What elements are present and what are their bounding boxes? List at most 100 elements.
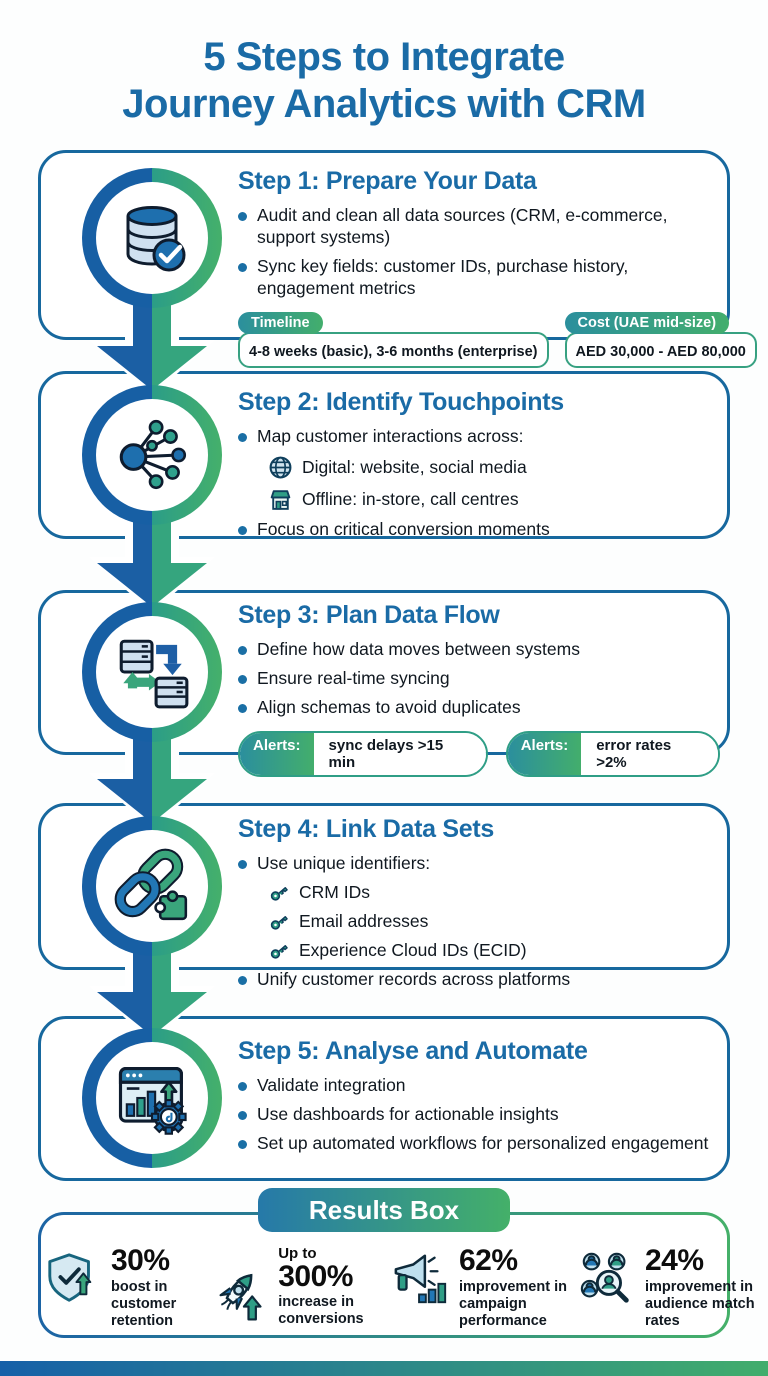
step2-subitem-digital: Digital: website, social media xyxy=(268,455,720,480)
step5-bullet-2-text: Use dashboards for actionable insights xyxy=(257,1103,559,1124)
arrow-down-connector-4 xyxy=(89,946,215,1042)
network-icon xyxy=(119,419,187,490)
timeline-badge-label: Timeline xyxy=(238,311,323,334)
step1-content: Step 1: Prepare Your Data Audit and clea… xyxy=(238,167,757,368)
cost-badge: Cost (UAE mid-size) AED 30,000 - AED 80,… xyxy=(564,311,757,368)
step1-bullet-2: Sync key fields: customer IDs, purchase … xyxy=(238,256,720,300)
alert-label: Alerts: xyxy=(240,732,314,775)
step2-subitem-offline-text: Offline: in-store, call centres xyxy=(302,488,519,509)
step3-bullet-2: Ensure real-time syncing xyxy=(238,668,720,690)
stat-value: 24% xyxy=(645,1244,704,1277)
step2-bullet-2: Focus on critical conversion moments xyxy=(238,519,720,541)
cost-badge-label: Cost (UAE mid-size) xyxy=(564,311,730,334)
bullet-dot xyxy=(238,433,247,442)
step1-circle-inner xyxy=(96,182,208,294)
data-sync-icon xyxy=(119,639,189,709)
step2-bullet-1: Map customer interactions across: xyxy=(238,426,720,448)
rocket-icon xyxy=(211,1268,269,1331)
step3-bullet-1-text: Define how data moves between systems xyxy=(257,639,580,659)
step3-alert-row: Alerts: sync delays >15 min Alerts: erro… xyxy=(238,730,720,777)
stat-text: Up to 300% increase in conversions xyxy=(278,1246,388,1329)
stat-conversions: Up to 300% increase in conversions xyxy=(211,1246,392,1331)
step4-bullet-1: Use unique identifiers: xyxy=(238,853,720,875)
bullet-dot xyxy=(238,262,247,272)
arrow-down-connector-1 xyxy=(89,300,215,396)
bullet-dot xyxy=(238,646,247,655)
stat-customer-retention: 30% boost in customer retention xyxy=(44,1244,211,1331)
step3-bullet-3: Align schemas to avoid duplicates xyxy=(238,697,720,719)
database-check-icon xyxy=(126,206,186,272)
step4-subitem-ecid-text: Experience Cloud IDs (ECID) xyxy=(299,940,527,961)
step1-bullet-1: Audit and clean all data sources (CRM, e… xyxy=(238,205,720,249)
alert-label: Alerts: xyxy=(507,732,582,775)
step2-title: Step 2: Identify Touchpoints xyxy=(238,388,564,416)
step4-subitem-crm-ids: CRM IDs xyxy=(268,882,720,904)
bullet-dot xyxy=(238,975,247,985)
step4-bullet-2: Unify customer records across platforms xyxy=(238,969,720,991)
stat-campaign-performance: 62% improvement in campaign performance xyxy=(392,1244,578,1331)
globe-icon xyxy=(268,455,293,480)
step5-circle xyxy=(82,1028,222,1168)
stat-label: boost in customer retention xyxy=(111,1278,177,1329)
step4-content: Step 4: Link Data Sets Use unique identi… xyxy=(238,815,720,998)
alert-value: sync delays >15 min xyxy=(313,732,486,775)
timeline-badge-value: 4-8 weeks (basic), 3-6 months (enterpris… xyxy=(238,331,549,368)
step4-subitem-email-text: Email addresses xyxy=(299,911,429,932)
key-icon xyxy=(268,882,290,904)
step3-bullet-1: Define how data moves between systems xyxy=(238,639,720,661)
stat-prefix: Up to xyxy=(278,1245,317,1262)
stat-value: 62% xyxy=(459,1244,518,1277)
shield-check-icon xyxy=(44,1250,102,1313)
step4-subitem-ecid: Experience Cloud IDs (ECID) xyxy=(268,940,720,962)
page-title-line1: 5 Steps to Integrate xyxy=(203,35,565,79)
step4-bullet-2-text: Unify customer records across platforms xyxy=(257,968,571,989)
storefront-icon xyxy=(268,487,293,512)
step2-bullet-1-text: Map customer interactions across: xyxy=(257,426,524,446)
alert-pill-sync-delays: Alerts: sync delays >15 min xyxy=(238,730,488,777)
page-title: 5 Steps to Integrate Journey Analytics w… xyxy=(0,34,768,128)
stat-value: 30% xyxy=(111,1244,170,1277)
step4-subitem-email: Email addresses xyxy=(268,911,720,933)
step4-circle-inner xyxy=(96,830,208,942)
step3-title: Step 3: Plan Data Flow xyxy=(238,601,500,629)
bullet-dot xyxy=(238,674,247,684)
people-search-icon xyxy=(578,1250,636,1313)
step1-title: Step 1: Prepare Your Data xyxy=(238,167,537,195)
results-stats-row: 30% boost in customer retention xyxy=(44,1244,755,1331)
bullet-dot xyxy=(238,1110,247,1120)
step2-bullet-2-text: Focus on critical conversion moments xyxy=(257,518,550,539)
stat-text: 24% improvement in audience match rates xyxy=(645,1244,765,1330)
arrow-down-connector-3 xyxy=(89,733,215,829)
key-icon xyxy=(268,940,290,962)
arrow-down-connector-2 xyxy=(89,517,215,613)
bottom-gradient-bar xyxy=(0,1361,768,1376)
step5-circle-inner xyxy=(96,1042,208,1154)
step5-bullet-3-text: Set up automated workflows for personali… xyxy=(257,1132,709,1153)
stat-audience-match: 24% improvement in audience match rates xyxy=(578,1245,755,1331)
cost-badge-value: AED 30,000 - AED 80,000 xyxy=(564,331,757,368)
bullet-dot xyxy=(238,1082,247,1091)
bullet-dot xyxy=(238,860,247,869)
step1-circle xyxy=(82,168,222,308)
dashboard-gear-icon xyxy=(118,1067,187,1135)
step3-circle xyxy=(82,602,222,742)
step1-bullet-1-text: Audit and clean all data sources (CRM, e… xyxy=(257,205,668,247)
results-box-header: Results Box xyxy=(258,1188,510,1232)
key-icon xyxy=(268,911,290,933)
stat-label: improvement in campaign performance xyxy=(459,1278,567,1329)
step2-circle-inner xyxy=(96,399,208,511)
bullet-dot xyxy=(238,703,247,713)
step2-subitem-digital-text: Digital: website, social media xyxy=(302,456,527,477)
stat-label: increase in conversions xyxy=(278,1294,364,1328)
megaphone-icon xyxy=(392,1250,450,1313)
timeline-badge: Timeline 4-8 weeks (basic), 3-6 months (… xyxy=(238,311,549,368)
step4-title: Step 4: Link Data Sets xyxy=(238,815,494,843)
step2-content: Step 2: Identify Touchpoints Map custome… xyxy=(238,388,720,548)
step1-badge-row: Timeline 4-8 weeks (basic), 3-6 months (… xyxy=(238,311,757,368)
step4-bullet-1-text: Use unique identifiers: xyxy=(257,853,431,873)
step3-circle-inner xyxy=(96,616,208,728)
step3-content: Step 3: Plan Data Flow Define how data m… xyxy=(238,601,720,777)
step2-circle xyxy=(82,385,222,525)
step2-subitem-offline: Offline: in-store, call centres xyxy=(268,487,720,512)
